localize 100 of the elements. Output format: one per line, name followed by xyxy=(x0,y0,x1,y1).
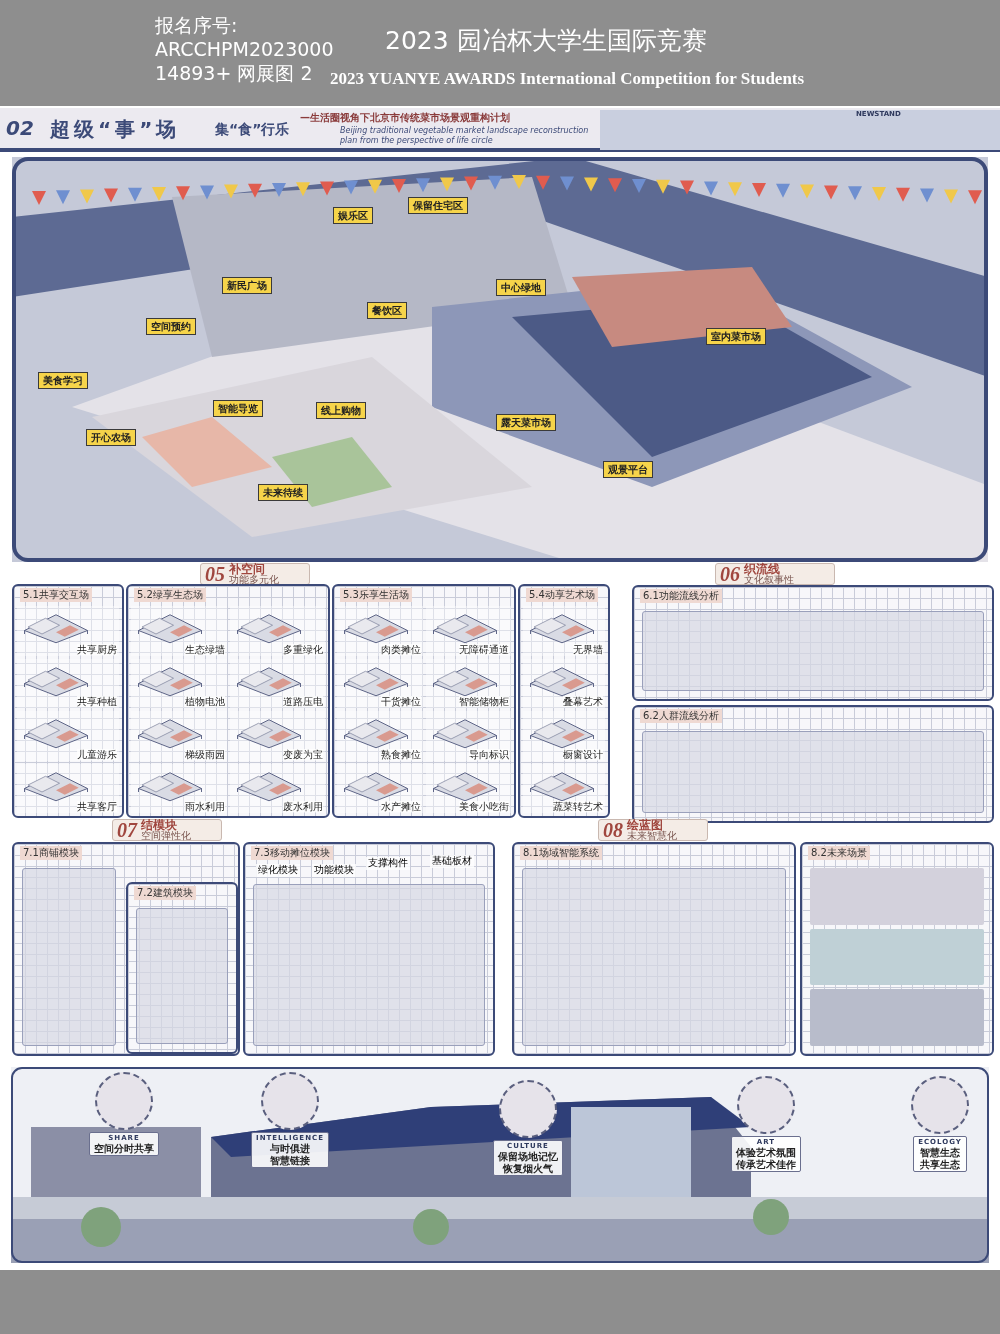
map-tag: 餐饮区 xyxy=(367,302,407,319)
module-caption: 无障碍通道 xyxy=(459,643,509,655)
map-tag: 空间预约 xyxy=(146,318,196,335)
section-subtitle: 文化叙事性 xyxy=(744,575,794,585)
module-card xyxy=(337,658,423,708)
module-card xyxy=(523,763,605,813)
panel-heading: 6.1功能流线分析 xyxy=(640,589,722,603)
section-number: 07 xyxy=(117,820,137,840)
module-card xyxy=(229,606,325,656)
panel xyxy=(800,842,994,1056)
section-subtitle: 功能多元化 xyxy=(229,575,279,585)
map-tag: 露天菜市场 xyxy=(496,414,556,431)
project-theme-english: Beijing traditional vegetable market landscape reconstruction plan from the perspective of life circle xyxy=(340,126,590,146)
registration-number: 14893+ 网展图 2 xyxy=(155,62,313,86)
section-number: 06 xyxy=(720,564,740,584)
callout-text: 与时俱进 xyxy=(270,1143,310,1155)
registration-label: 报名序号: xyxy=(155,14,238,38)
callout-text: 传承艺术佳作 xyxy=(736,1159,796,1171)
registration-number: ARCCHPM2023000 xyxy=(155,38,334,62)
project-subtitle: 集“食”行乐 xyxy=(215,121,290,139)
map-tag: 未来待续 xyxy=(258,484,308,501)
callout-text: 恢复烟火气 xyxy=(503,1163,553,1175)
module-caption: 干货摊位 xyxy=(380,696,421,707)
panel-heading: 7.3移动摊位模块 xyxy=(251,846,333,860)
map-tag: 开心农场 xyxy=(86,429,136,446)
panel xyxy=(512,842,796,1056)
module-card xyxy=(425,606,511,656)
panel-heading: 5.1共享交互场 xyxy=(20,588,92,602)
module-label: 基础板材 xyxy=(430,855,474,868)
module-card xyxy=(131,606,227,656)
subtitle: 2023 YUANYE AWARDS International Competition for Students xyxy=(330,68,805,90)
section-badge xyxy=(112,819,222,841)
module-caption: 植物电池 xyxy=(184,696,225,707)
module-caption: 雨水利用 xyxy=(184,801,225,812)
module-caption: 变废为宝 xyxy=(283,748,323,760)
module-caption: 蔬菜转艺术 xyxy=(553,801,603,812)
section-title: 织流线 xyxy=(744,563,780,575)
map-tag: 娱乐区 xyxy=(333,207,373,224)
module-caption: 肉类摊位 xyxy=(380,643,421,655)
project-theme: —生活圈视角下北京市传统菜市场景观重构计划 xyxy=(300,112,510,125)
section-number: 05 xyxy=(205,564,225,584)
panel-heading: 5.2绿享生态场 xyxy=(134,588,206,602)
panel xyxy=(243,842,495,1056)
module-caption: 梯级雨园 xyxy=(184,748,225,760)
module-card xyxy=(337,606,423,656)
callout-text: 智慧链接 xyxy=(270,1155,310,1167)
module-caption: 共享客厅 xyxy=(77,801,117,812)
callout-text: 共享生态 xyxy=(920,1159,960,1171)
section-badge xyxy=(200,563,310,585)
panel xyxy=(12,842,240,1056)
module-caption: 多重绿化 xyxy=(283,643,323,655)
map-tag: 室内菜市场 xyxy=(706,328,766,345)
module-card xyxy=(17,606,119,656)
module-card xyxy=(229,658,325,708)
section-title: 结模块 xyxy=(141,819,177,831)
section-subtitle: 未来智慧化 xyxy=(627,831,677,841)
module-caption: 道路压电 xyxy=(283,696,323,707)
panel-heading: 5.3乐享生活场 xyxy=(340,588,412,602)
module-card xyxy=(523,711,605,761)
module-card xyxy=(17,763,119,813)
module-card xyxy=(523,658,605,708)
panel xyxy=(332,584,516,818)
panel xyxy=(12,584,124,818)
project-title: 超级“事”场 xyxy=(50,117,181,142)
module-card xyxy=(17,711,119,761)
module-caption: 生态绿墙 xyxy=(184,643,225,655)
module-card xyxy=(523,606,605,656)
module-card xyxy=(131,763,227,813)
module-caption: 共享厨房 xyxy=(77,643,117,655)
module-caption: 熟食摊位 xyxy=(380,748,421,760)
module-card xyxy=(425,763,511,813)
panel xyxy=(632,585,994,701)
map-tag: 保留住宅区 xyxy=(408,197,468,214)
module-card xyxy=(229,711,325,761)
module-caption: 橱窗设计 xyxy=(563,748,603,760)
panel xyxy=(126,584,330,818)
section-title: 绘蓝图 xyxy=(627,819,663,831)
map-tag: 观景平台 xyxy=(603,461,653,478)
callout-text: 空间分时共享 xyxy=(94,1143,154,1155)
module-label: 支撑构件 xyxy=(366,857,410,870)
module-caption: 叠幕艺术 xyxy=(563,696,603,707)
module-caption: 水产摊位 xyxy=(380,801,421,812)
panel xyxy=(518,584,610,818)
panel-heading: 6.2人群流线分析 xyxy=(640,709,722,723)
module-caption: 共享种植 xyxy=(77,696,117,707)
module-card xyxy=(425,658,511,708)
callout-text: 智慧生态 xyxy=(920,1147,960,1159)
panel-heading: 7.1商铺模块 xyxy=(20,846,82,860)
panel-heading: 5.4动享艺术场 xyxy=(526,588,598,602)
section-badge xyxy=(598,819,708,841)
panel-heading: 8.1场域智能系统 xyxy=(520,846,602,860)
module-caption: 无界墙 xyxy=(573,643,603,655)
module-caption: 导向标识 xyxy=(469,748,509,760)
module-card xyxy=(131,711,227,761)
panel-heading: 8.2未来场景 xyxy=(808,846,870,860)
callout-text: 体验艺术氛围 xyxy=(736,1147,796,1159)
module-caption: 儿童游乐 xyxy=(77,748,117,760)
map-tag: 中心绿地 xyxy=(496,279,546,296)
module-card xyxy=(337,763,423,813)
module-card xyxy=(337,711,423,761)
